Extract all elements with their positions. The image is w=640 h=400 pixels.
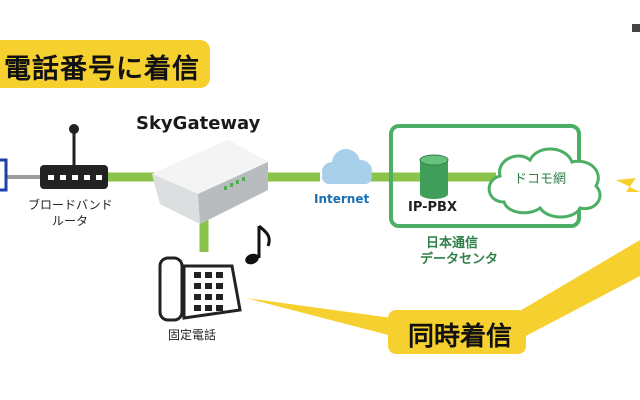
docomo-cloud-icon [487, 147, 602, 219]
top-banner-text: 電話番号に着信 [4, 54, 200, 85]
datacenter-label-line2: データセンタ [420, 252, 499, 267]
internet-cloud-icon [322, 149, 372, 184]
cropped-icon-right [632, 24, 640, 32]
datacenter-label-line1: 日本通信 [426, 236, 479, 251]
ippbx-label: IP-PBX [408, 200, 457, 215]
bottom-banner-text: 同時着信 [408, 322, 513, 352]
router-label-line1: ブロードバンド [28, 198, 113, 212]
music-note-icon [245, 224, 271, 265]
ippbx-server-icon [419, 154, 449, 199]
bottom-banner: 同時着信 [388, 310, 526, 354]
docomo-label: ドコモ網 [514, 172, 567, 187]
lightning-icon [616, 178, 640, 192]
top-banner: 電話番号に着信 [0, 40, 210, 88]
phone-label: 固定電話 [168, 328, 217, 342]
internet-label: Internet [314, 192, 370, 206]
cropped-device [0, 158, 8, 192]
router-icon [40, 124, 108, 189]
callout-pointer-left [246, 298, 392, 336]
callout-pointer-right [518, 240, 640, 338]
gateway-device-icon [152, 140, 268, 224]
router-label-line2: ルータ [52, 214, 89, 228]
landline-phone-icon [158, 256, 242, 322]
gateway-label: SkyGateway [136, 113, 261, 134]
